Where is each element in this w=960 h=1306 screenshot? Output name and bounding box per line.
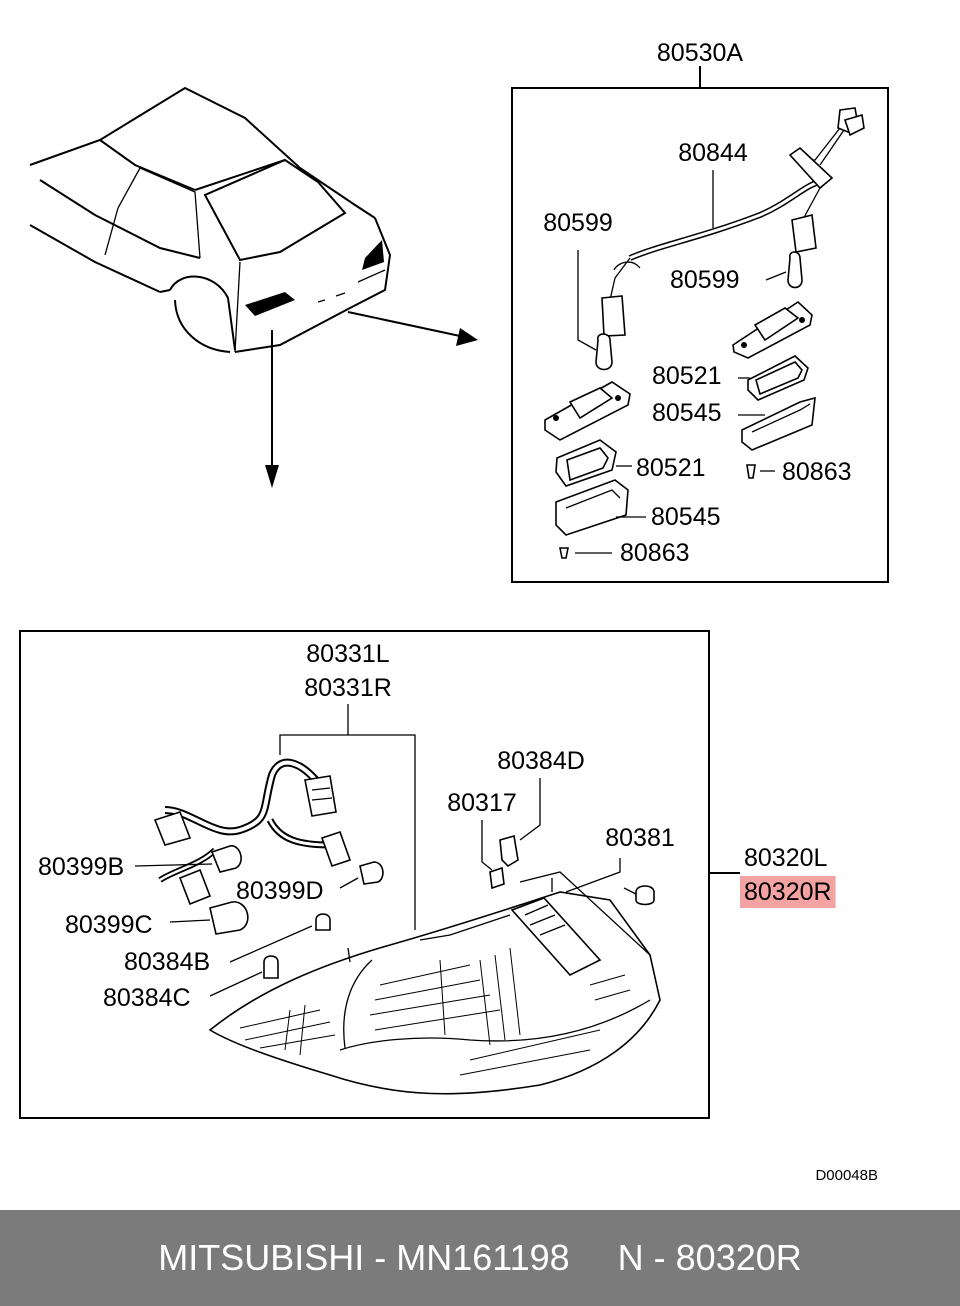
label-80384c: 80384C (103, 984, 191, 1012)
label-80399b: 80399B (38, 853, 124, 881)
footer-ref: N - 80320R (617, 1237, 802, 1278)
socket-80384c (209, 955, 279, 997)
label-80844: 80844 (678, 139, 748, 167)
label-80331r: 80331R (304, 674, 392, 702)
label-80521-left: 80521 (636, 454, 706, 482)
license-lamp-box (511, 66, 889, 583)
label-80331l: 80331L (306, 640, 390, 668)
label-80384b: 80384B (124, 948, 210, 976)
screw-80381 (565, 858, 655, 906)
bulb-80599-left (577, 250, 613, 371)
part-labels: 80530A 80844 80599 80599 80521 80545 805… (38, 39, 878, 1184)
parts-diagram: 80530A 80844 80599 80599 80521 80545 805… (19, 39, 889, 1184)
lamp-housing-right (732, 300, 816, 479)
clip-80384d (499, 778, 541, 868)
grommet-80317 (481, 820, 505, 890)
bulb-80399d (339, 861, 384, 889)
label-80521-right: 80521 (652, 362, 722, 390)
label-80545-right: 80545 (652, 399, 722, 427)
rear-lamp-box (19, 630, 740, 1119)
label-80384d: 80384D (497, 747, 585, 775)
car-illustration (29, 86, 392, 353)
label-80381: 80381 (605, 824, 675, 852)
label-80863-right: 80863 (782, 458, 852, 486)
label-80863-left: 80863 (620, 539, 690, 567)
footer-brand-part: MITSUBISHI - MN161198 (158, 1237, 570, 1278)
label-80317: 80317 (447, 789, 517, 817)
bulb-80399c (169, 901, 249, 935)
footer-bar: MITSUBISHI - MN161198 N - 80320R (0, 1210, 960, 1306)
label-80320r: 80320R (744, 878, 832, 906)
label-80399c: 80399C (65, 911, 153, 939)
label-80599-left: 80599 (543, 209, 613, 237)
bulb-80399b (134, 845, 242, 873)
label-80545-left: 80545 (651, 503, 721, 531)
rear-harness (153, 758, 352, 906)
label-80320l: 80320L (744, 844, 828, 872)
rear-combination-lamp (208, 871, 661, 1095)
label-80530a: 80530A (657, 39, 744, 67)
bulb-80599-right (765, 251, 803, 289)
highlight-80320r (740, 876, 836, 908)
license-harness (601, 107, 865, 337)
diagram-code: D00048B (815, 1167, 878, 1184)
car-arrows (265, 311, 478, 488)
label-80599-right: 80599 (670, 266, 740, 294)
socket-80384b (229, 913, 331, 963)
label-80399d: 80399D (236, 877, 324, 905)
rear-harness-bracket (279, 704, 416, 930)
lamp-housing-left (544, 381, 646, 559)
